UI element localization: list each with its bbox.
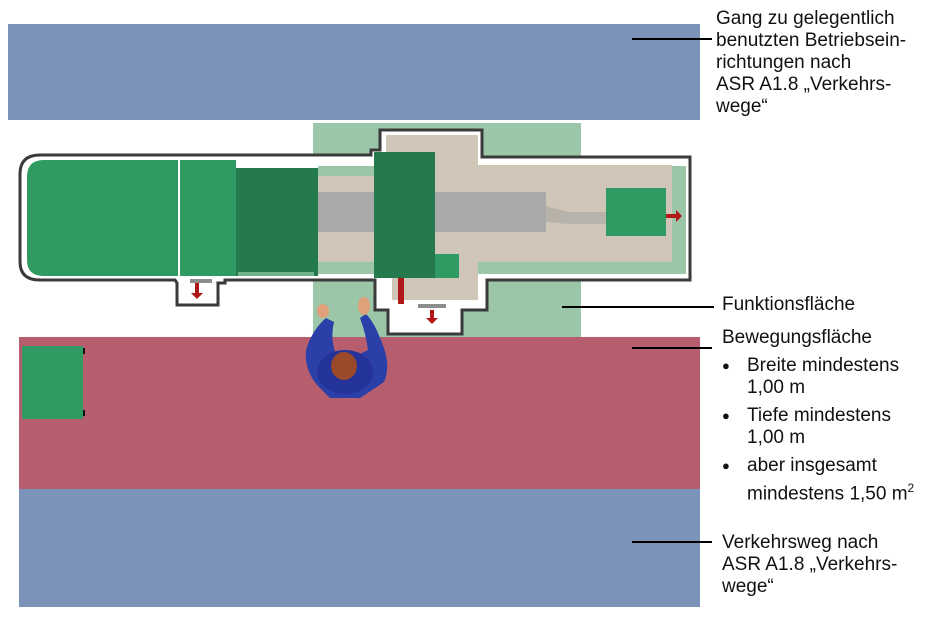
emergency-marker-4 [666, 214, 678, 218]
aisle-occasional-label: Gang zu gelegentlich benutzten Betriebse… [716, 8, 907, 117]
emergency-marker-3 [430, 310, 434, 320]
machine-tool-block [606, 188, 666, 236]
function-area-label: Funktionsfläche [722, 294, 856, 315]
requirement-width: Breite mindestens 1,00 m [722, 355, 914, 399]
worker-figure [305, 297, 388, 398]
movement-area-requirements: Breite mindestens 1,00 m Tiefe mindesten… [722, 355, 914, 511]
leader-line-movement-area [632, 347, 712, 349]
emergency-marker-1-tip [191, 293, 203, 299]
machine-hatch [238, 272, 314, 276]
leader-line-aisle [632, 38, 712, 40]
machine-hatch-2 [190, 279, 212, 283]
requirement-depth: Tiefe mindestens 1,00 m [722, 405, 914, 449]
machine-column-foot [435, 254, 459, 278]
emergency-marker-2 [398, 278, 404, 304]
aisle-occasional-zone [8, 24, 700, 120]
area-unit-exponent: 2 [907, 481, 915, 495]
machine-column [374, 152, 435, 278]
machine-housing-3 [236, 168, 318, 276]
machine-hatch-3 [418, 304, 446, 308]
machine-spindle [546, 206, 606, 224]
machine-housing-2 [180, 160, 236, 276]
traffic-route-zone [19, 489, 700, 607]
emergency-marker-3-tip [426, 318, 438, 324]
emergency-marker-1 [195, 283, 199, 295]
side-equipment-edge-2 [83, 410, 85, 416]
requirement-total-area: aber insgesamt mindestens 1,50 m2 [722, 455, 914, 505]
leader-line-function-area [562, 306, 714, 308]
movement-area-label: Bewegungsfläche [722, 327, 872, 348]
side-equipment-box [22, 346, 83, 419]
traffic-route-label: Verkehrsweg nach ASR A1.8 „Verkehrs- weg… [722, 532, 898, 597]
side-equipment-edge-1 [83, 348, 85, 354]
emergency-marker-4-tip [676, 210, 682, 222]
leader-line-traffic-route [632, 541, 712, 543]
machine-left-body [27, 160, 178, 276]
